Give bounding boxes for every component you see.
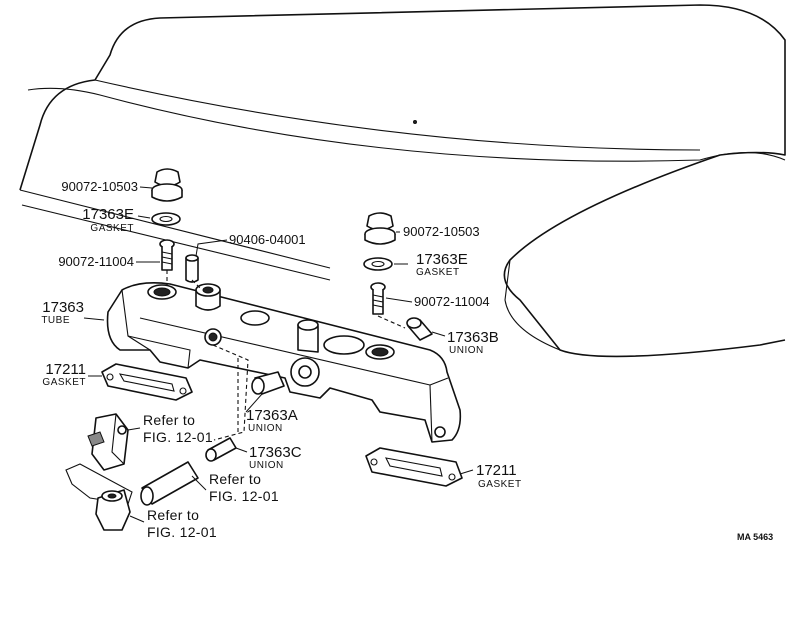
part-name: UNION <box>249 460 284 471</box>
plug-left-shape <box>151 168 183 202</box>
bolt-left-shape <box>159 239 175 271</box>
gasket-17363e-left-shape <box>151 212 181 226</box>
gasket-17211-right-shape <box>365 447 463 487</box>
reference-line-2: FIG. 12-01 <box>209 488 279 504</box>
union-17363c-shape <box>205 437 237 462</box>
part-label-pin: 90406-04001 <box>229 232 306 247</box>
part-number: 90072-10503 <box>61 179 138 194</box>
part-label-union-17363c: 17363C UNION <box>249 444 302 471</box>
reference-line-2: FIG. 12-01 <box>143 429 213 445</box>
part-label-gasket-17363e-right: 17363E GASKET <box>416 251 468 278</box>
part-name: GASKET <box>42 377 86 388</box>
reference-line-2: FIG. 12-01 <box>147 524 217 540</box>
plug-right-shape <box>364 212 396 245</box>
union-17363a-shape <box>251 371 285 395</box>
part-number: 17363E <box>82 206 134 223</box>
part-name: GASKET <box>478 479 522 490</box>
gasket-17363e-right-shape <box>363 257 393 271</box>
part-number: 90072-11004 <box>58 254 134 269</box>
part-label-union-17363a: 17363A UNION <box>246 407 298 434</box>
part-number: 17363 <box>42 299 84 316</box>
part-name: GASKET <box>416 267 460 278</box>
part-label-plug-left: 90072-10503 <box>61 179 138 194</box>
part-name: GASKET <box>90 223 134 234</box>
leader-lines <box>83 186 474 523</box>
figure-code: MA 5463 <box>737 532 773 542</box>
valve-cover <box>19 4 786 358</box>
pin-shape <box>185 254 199 283</box>
reference-line-1: Refer to <box>143 412 195 428</box>
bolt-right-shape <box>370 282 386 315</box>
reference-label-3: Refer to FIG. 12-01 <box>147 507 217 540</box>
reference-line-1: Refer to <box>209 471 261 487</box>
part-number: 17211 <box>476 462 517 479</box>
tube-17363 <box>106 282 462 443</box>
part-number: 17363B <box>447 329 499 346</box>
part-label-bolt-left: 90072-11004 <box>58 254 134 269</box>
part-number: 90072-10503 <box>403 224 480 239</box>
assembly-lines <box>166 270 406 441</box>
part-label-tube: 17363 TUBE <box>41 299 84 326</box>
reference-label-1: Refer to FIG. 12-01 <box>143 412 213 445</box>
part-number: 17363A <box>246 407 298 424</box>
part-label-union-17363b: 17363B UNION <box>447 329 499 356</box>
sensor-upper-shape <box>87 413 129 471</box>
hose-shape <box>140 461 199 506</box>
part-label-bolt-right: 90072-11004 <box>414 294 490 309</box>
part-number: 17211 <box>45 361 86 378</box>
part-label-plug-right: 90072-10503 <box>403 224 480 239</box>
part-label-gasket-17363e-left: 17363E GASKET <box>82 206 134 234</box>
part-label-gasket-17211-right: 17211 GASKET <box>476 462 522 490</box>
part-number: 90072-11004 <box>414 294 490 309</box>
part-name: UNION <box>449 345 484 356</box>
gasket-17211-left-shape <box>101 363 193 401</box>
union-17363b-shape <box>406 317 433 341</box>
part-label-gasket-17211-left: 17211 GASKET <box>42 361 86 388</box>
part-number: 17363E <box>416 251 468 268</box>
reference-line-1: Refer to <box>147 507 199 523</box>
part-number: 90406-04001 <box>229 232 306 247</box>
part-number: 17363C <box>249 444 302 461</box>
part-name: UNION <box>248 423 283 434</box>
reference-label-2: Refer to FIG. 12-01 <box>209 471 279 504</box>
part-name: TUBE <box>41 315 70 326</box>
sensor-lower-shape <box>65 463 133 531</box>
